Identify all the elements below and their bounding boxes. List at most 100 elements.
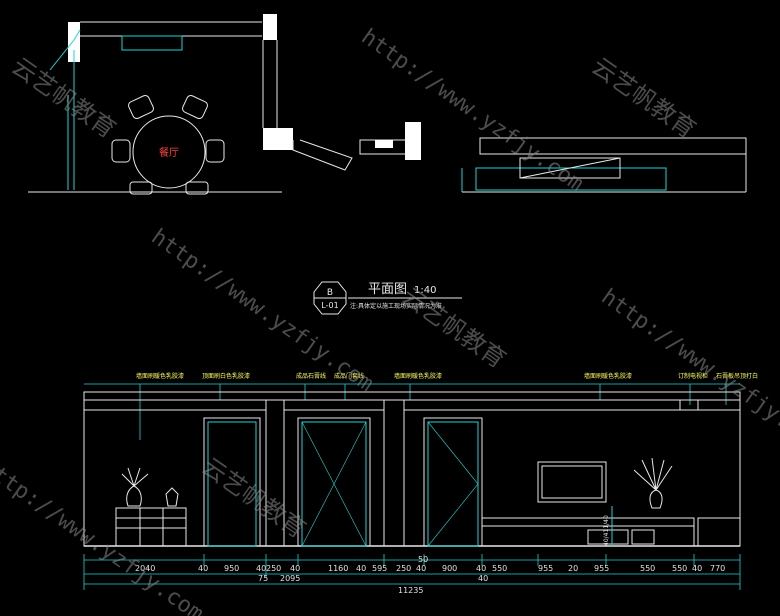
watermark-brand: 云艺帆教育 — [397, 282, 511, 374]
dimension-lines: 2040 40 950 40 250 40 1160 40 595 250 40… — [83, 554, 741, 595]
tv-inner — [541, 465, 603, 499]
door-leaf — [207, 421, 257, 547]
watermark-url: http://www.yzfjy.com — [0, 454, 208, 616]
door-swing — [292, 139, 353, 171]
dim-label: 1160 — [328, 564, 348, 573]
cabinet-drawer — [587, 529, 629, 545]
chair — [129, 181, 153, 195]
dim-label: 770 — [710, 564, 725, 573]
dim-label: 40 — [476, 564, 486, 573]
watermark-url: http://www.yzfjy.com — [357, 24, 588, 196]
vase — [649, 489, 663, 509]
door-swing — [427, 421, 479, 547]
plant — [633, 457, 673, 491]
bulkhead — [697, 399, 741, 411]
callout-label: 墙面刷暖色乳胶漆 — [394, 372, 442, 380]
door-frame — [423, 417, 483, 547]
dim-label: 20 — [568, 564, 578, 573]
chair — [128, 95, 154, 119]
sideboard — [115, 507, 187, 547]
drawing-title: 平面图 — [368, 282, 407, 297]
dining-table — [132, 115, 206, 189]
dim-label: 550 — [492, 564, 507, 573]
dim-label: 40 — [356, 564, 366, 573]
chair — [182, 95, 208, 119]
callout-label: 成品石膏线 — [296, 372, 326, 380]
callout-label: 订制电视柜 — [678, 372, 708, 380]
watermark-url: http://www.yzfjy.com — [597, 284, 780, 456]
tv-diagonal — [519, 157, 621, 179]
dim-label: 250 — [266, 564, 281, 573]
dim-total: 11235 — [398, 586, 423, 595]
dim-label: 955 — [538, 564, 553, 573]
dim-label: 550 — [672, 564, 687, 573]
vase — [126, 485, 142, 507]
ceiling — [83, 391, 741, 401]
chair — [185, 181, 209, 195]
door-leaf — [427, 421, 479, 547]
dim-label: 950 — [224, 564, 239, 573]
door-frame — [297, 417, 371, 547]
room-label: 餐厅 — [159, 146, 179, 159]
dim-label: 40 — [416, 564, 426, 573]
floor-plan: 餐厅 — [28, 14, 747, 195]
dim-label: 2095 — [280, 574, 300, 583]
pilaster — [265, 399, 285, 547]
watermark-brand: 云艺帆教育 — [587, 52, 701, 144]
drawing-scale: 1:40 — [414, 285, 436, 296]
side-cabinet — [697, 517, 741, 547]
tv — [519, 157, 621, 179]
window-line — [49, 29, 81, 71]
watermark-brand: 云艺帆教育 — [7, 52, 121, 144]
callout-label: 石膏板吊顶打白 — [716, 372, 758, 380]
drawing-note: 注:具体定以施工现场实际情况为准 — [350, 302, 442, 310]
callout-label: 顶面刷白色乳胶漆 — [202, 372, 250, 380]
dim-label: 40 — [692, 564, 702, 573]
wall-block — [405, 122, 421, 160]
watermark-layer: http://www.yzfjy.com http://www.yzfjy.co… — [0, 24, 780, 616]
dim-label: 550 — [640, 564, 655, 573]
dim-label: 75 — [258, 574, 268, 583]
vertical-dim: 40/411/40 — [603, 515, 610, 546]
dim-label: 50 — [418, 555, 428, 564]
marker-top: B — [327, 288, 333, 298]
elevation-outline — [83, 399, 741, 547]
wall-block — [68, 22, 80, 62]
wall-block — [375, 140, 393, 148]
bulkhead — [679, 399, 699, 411]
dim-label: 2040 — [135, 564, 155, 573]
dim-label: 40 — [478, 574, 488, 583]
door-leaf — [301, 421, 367, 547]
dim-label: 250 — [396, 564, 411, 573]
dim-label: 40 — [198, 564, 208, 573]
cabinet — [121, 35, 183, 51]
wall-top — [479, 137, 747, 155]
pilaster — [383, 399, 405, 547]
vase — [165, 487, 179, 507]
tv-screen — [537, 461, 607, 503]
callout-label: 墙面刷暖色乳胶漆 — [136, 372, 184, 380]
dim-label: 40 — [256, 564, 266, 573]
callout-label: 成品门套线 — [334, 372, 364, 380]
title-block: B L-01 平面图 1:40 注:具体定以施工现场实际情况为准 — [313, 281, 462, 315]
watermark-url: http://www.yzfjy.com — [147, 224, 378, 396]
wall-block — [263, 14, 277, 40]
chair — [111, 139, 131, 163]
elevation: 墙面刷暖色乳胶漆 顶面刷白色乳胶漆 成品石膏线 成品门套线 墙面刷暖色乳胶漆 墙… — [83, 372, 758, 547]
section-marker — [313, 281, 347, 315]
dim-label: 595 — [372, 564, 387, 573]
plant — [121, 467, 149, 487]
dim-label: 900 — [442, 564, 457, 573]
watermark-brand: 云艺帆教育 — [197, 452, 311, 544]
wall-block — [263, 128, 293, 150]
cabinet-drawer — [631, 529, 655, 545]
tv-cabinet — [481, 517, 695, 547]
door-swing — [301, 421, 335, 547]
dim-label: 40 — [290, 564, 300, 573]
chair — [205, 139, 225, 163]
dim-label: 955 — [594, 564, 609, 573]
door-swing — [333, 421, 367, 547]
callout-label: 墙面刷暖色乳胶漆 — [584, 372, 632, 380]
marker-bottom: L-01 — [321, 301, 338, 310]
